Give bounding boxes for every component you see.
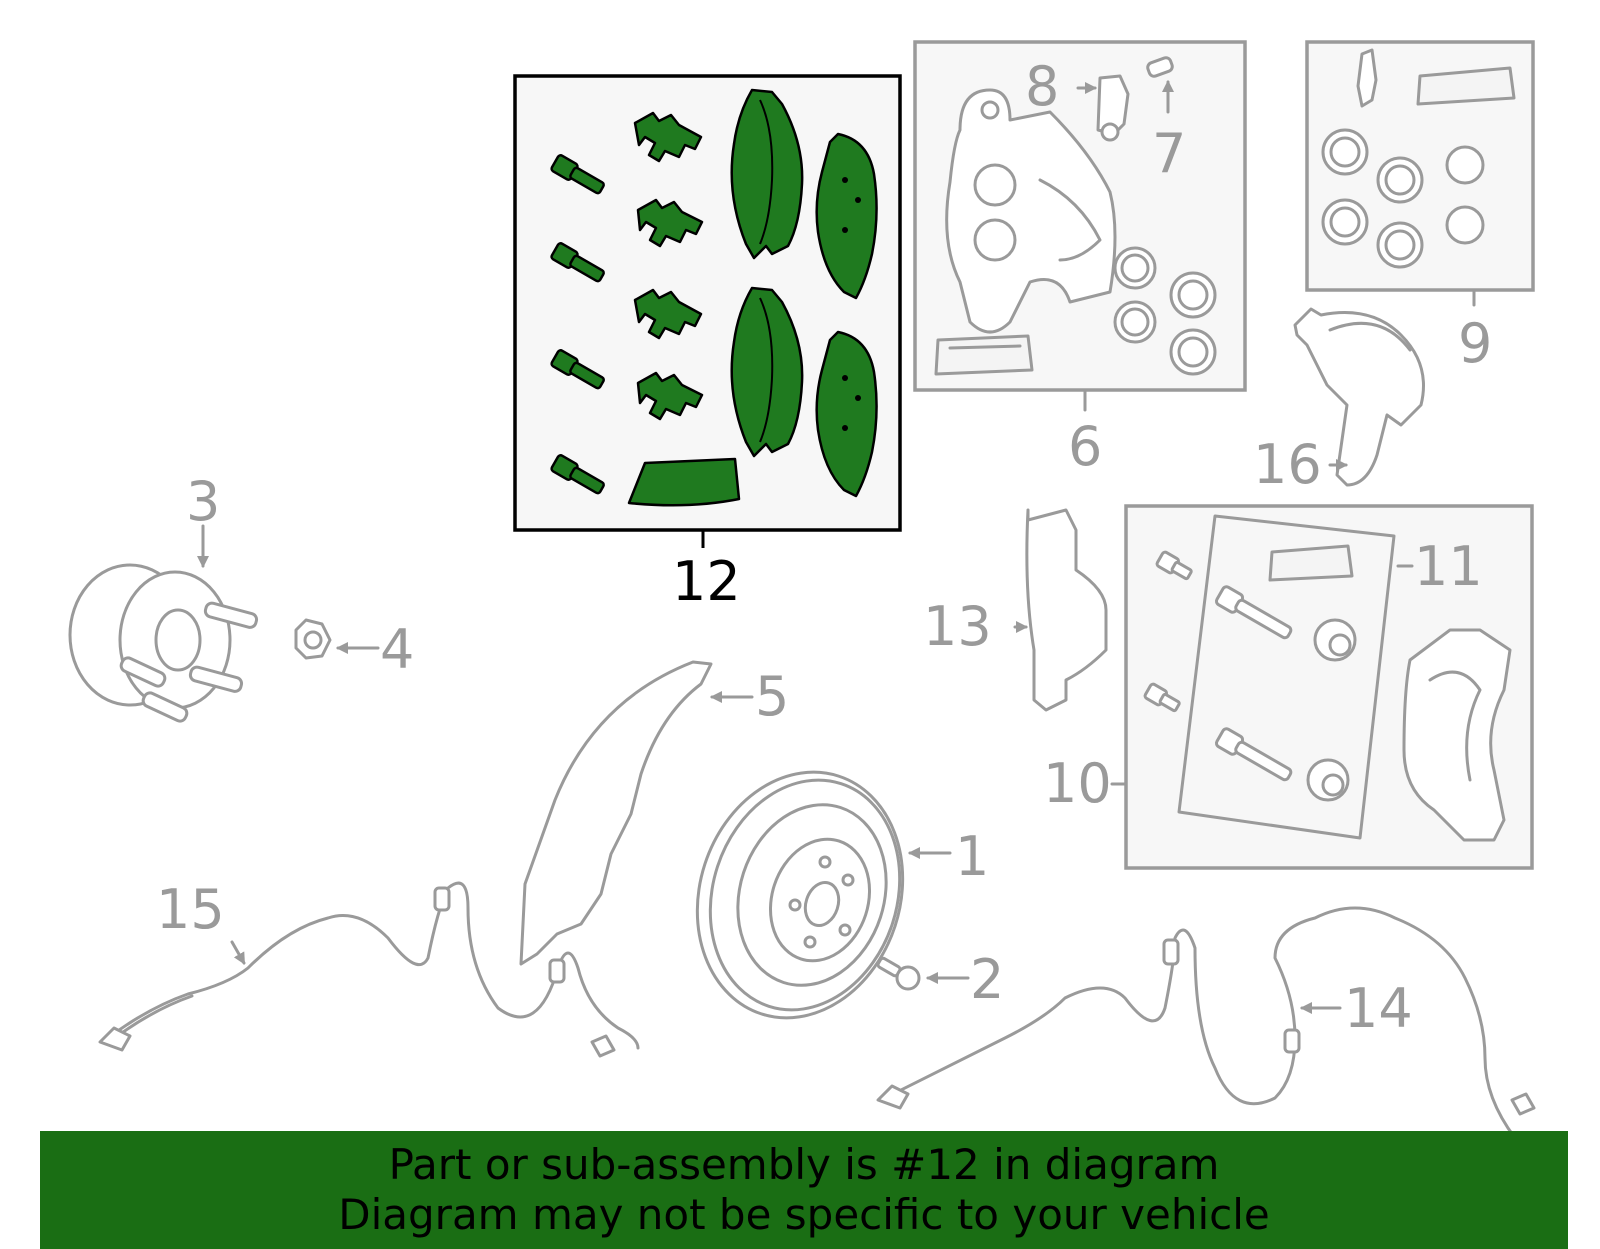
banner-line-1: Part or sub-assembly is #12 in diagram [388,1140,1220,1189]
callout-7: 7 [1152,122,1186,185]
pad-kit-outer-pads [815,132,878,498]
part-4-nut[interactable]: 4 [294,618,414,681]
part-10-caliper-bracket-kit[interactable]: 11 10 [1043,504,1534,870]
callout-1: 1 [955,825,989,888]
part-6-caliper-assembly[interactable]: 6 [913,40,1247,478]
callout-11: 11 [1414,535,1483,598]
part-16-splash-shield[interactable]: 16 [1253,307,1425,496]
callout-15: 15 [156,878,225,941]
part-9-seal-kit[interactable]: 9 [1305,40,1535,375]
callout-8: 8 [1025,55,1059,118]
pad-kit-inner-pads [730,88,804,458]
part-14-wear-sensor[interactable]: 14 [876,906,1536,1160]
callout-9: 9 [1458,312,1492,375]
callout-14: 14 [1344,977,1413,1040]
part-12-brake-pad-kit[interactable]: 12 [513,74,902,613]
pad-kit-shim [627,457,741,507]
callout-3: 3 [186,470,220,533]
part-8-bracket[interactable]: 8 [1025,55,1130,142]
part-3-hub-bearing[interactable]: 3 [68,470,259,723]
part-1-rotor[interactable]: 1 [666,745,989,1045]
banner-line-2: Diagram may not be specific to your vehi… [338,1190,1270,1239]
part-7-bleeder-screw[interactable]: 7 [1146,56,1186,185]
info-banner: Part or sub-assembly is #12 in diagram D… [40,1131,1568,1249]
callout-10: 10 [1043,752,1112,815]
callout-2: 2 [970,948,1004,1011]
part-13-shield[interactable]: 13 [923,508,1108,712]
pad-kit-clips [633,111,704,421]
callout-13: 13 [923,595,992,658]
callout-6: 6 [1068,415,1102,478]
callout-5: 5 [755,665,789,728]
callout-4: 4 [380,618,414,681]
callout-16: 16 [1253,433,1322,496]
part-2-screw[interactable]: 2 [876,948,1004,1011]
pad-kit-bolts [550,154,605,495]
callout-12: 12 [672,550,741,613]
part-15-wear-sensor[interactable]: 15 [98,878,640,1058]
part-5-dust-shield[interactable]: 5 [519,660,789,966]
